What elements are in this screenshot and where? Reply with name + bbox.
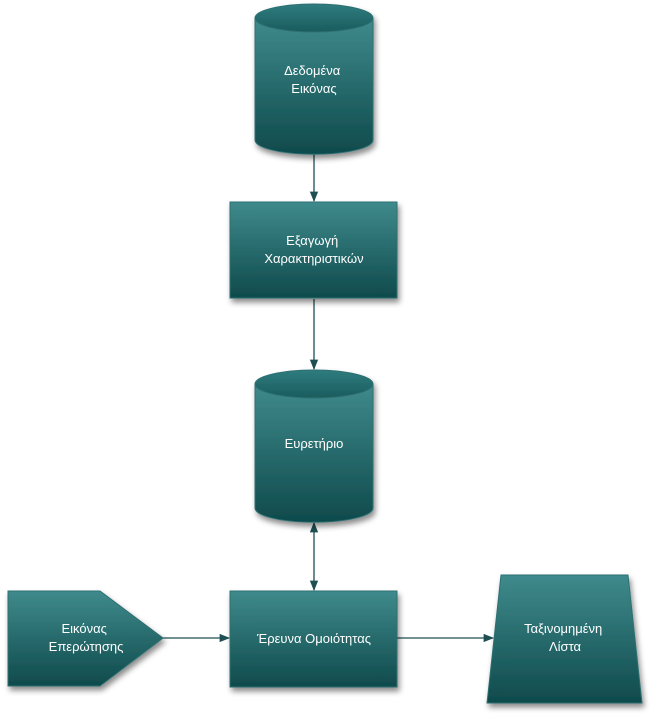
- node-query-image: [7, 590, 164, 687]
- node-similarity-search: [229, 590, 398, 688]
- cylinder-top: [254, 3, 374, 33]
- node-index: [254, 369, 374, 523]
- node-feature-extraction: [229, 201, 398, 299]
- node-query-image-line-1: Εικόνας: [61, 621, 106, 636]
- edges: [163, 153, 495, 643]
- node-ranked-list: [486, 574, 643, 704]
- node-similarity-search-label: Έρευνα Ομοιότητας: [256, 631, 371, 646]
- node-query-image-label: Εικόνας Επερώτησης: [49, 621, 124, 654]
- cylinder-top: [254, 369, 374, 399]
- cylinder-body: [254, 17, 374, 155]
- node-feature-extraction-label: Εξαγωγή Χαρακτηριστικών: [264, 233, 363, 266]
- node-similarity-search-line-1: Έρευνα Ομοιότητας: [256, 631, 371, 646]
- node-feature-extraction-line-1: Εξαγωγή: [286, 233, 338, 248]
- node-feature-extraction-line-2: Χαρακτηριστικών: [264, 251, 363, 266]
- node-image-data-label: Δεδομένα Εικόνας: [284, 63, 344, 96]
- node-image-data-line-2: Εικόνας: [291, 81, 336, 96]
- node-query-image-line-2: Επερώτησης: [49, 639, 124, 654]
- node-ranked-list-label: Ταξινομημένη Λίστα: [524, 621, 606, 654]
- node-index-line-1: Ευρετήριο: [285, 436, 344, 451]
- node-image-data-line-1: Δεδομένα: [284, 63, 341, 78]
- node-image-data: [254, 3, 374, 155]
- node-ranked-list-line-2: Λίστα: [549, 639, 582, 654]
- node-index-label: Ευρετήριο: [285, 436, 344, 451]
- node-ranked-list-line-1: Ταξινομημένη: [524, 621, 602, 636]
- cylinder-body: [254, 383, 374, 523]
